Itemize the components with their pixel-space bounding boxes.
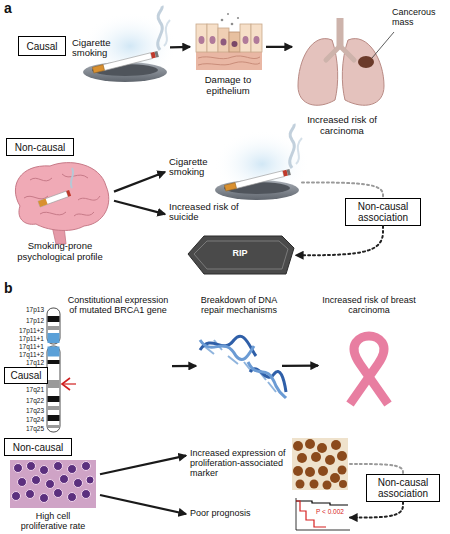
dotted-connector [296, 226, 383, 255]
band-label: 17q11+1 [4, 343, 44, 350]
p-value: P < 0.002 [316, 508, 350, 515]
lungs-picture [298, 18, 394, 105]
caption-text: High cell proliferative rate [13, 512, 93, 532]
caption-text: Increased risk of breast carcinoma [318, 296, 420, 316]
caption-text: Constitutional expression of mutated BRC… [64, 296, 172, 316]
arrow-connector [172, 365, 196, 367]
band-label: 17p13 [4, 306, 44, 313]
epithelium-picture [196, 13, 262, 70]
arrow-connector [114, 172, 165, 192]
caption-text: Poor prognosis [190, 509, 251, 519]
caption-text: Cigarette smoking [169, 157, 217, 178]
stain-picture [292, 438, 348, 490]
causal-tag: Causal [4, 367, 48, 384]
dotted-connector [350, 502, 403, 518]
band-label: 17p11+2 [4, 327, 44, 334]
arrow-connector [100, 456, 186, 475]
arrow-connector [100, 495, 186, 514]
tissue-figure: Damage to epithelium [190, 18, 266, 96]
cigarette-picture [214, 124, 310, 200]
caption-text: Damage to epithelium [190, 75, 266, 96]
histology-figure: High cell proliferative rate [6, 458, 100, 532]
dotted-connector [350, 464, 403, 474]
association-tag: Non-causal association [345, 198, 421, 226]
tag-text: Non-causal [13, 442, 64, 453]
exposure-figure: Cigarette smoking [165, 136, 302, 198]
band-label: 17q21 [4, 386, 44, 393]
causal-tag: Causal [18, 36, 66, 56]
arrow-connector [170, 46, 190, 49]
callout-text: Cancerous mass [392, 8, 448, 28]
panel-letter: a [4, 1, 20, 16]
gene-figure: Constitutional expression of mutated BRC… [44, 296, 172, 432]
profile-figure: Smoking-prone psychological profile [6, 160, 114, 262]
marker-figure: Increased expression of proliferation-as… [186, 436, 350, 492]
band-label: 17q25 [4, 425, 44, 432]
coffin-picture [188, 236, 294, 274]
dotted-connector [302, 183, 383, 199]
tag-text: Non-causal association [367, 477, 439, 499]
chromosome-picture [47, 308, 76, 432]
caption-text: Increased risk of carcinoma [292, 115, 392, 136]
band-label: 17q11+2 [4, 351, 44, 358]
outcome-figure: Increased risk of carcinoma [292, 14, 392, 136]
tag-text: Non-causal association [346, 201, 420, 223]
caption-text: Smoking-prone psychological profile [6, 241, 114, 262]
noncausal-tag: Non-causal [6, 138, 74, 156]
histology-picture [10, 460, 96, 508]
caption-text: Breakdown of DNA repair mechanisms [196, 296, 282, 316]
noncausal-tag: Non-causal [4, 438, 72, 456]
band-label: 17p11+1 [4, 335, 44, 342]
band-label: 17q22 [4, 397, 44, 404]
outcome-figure: Increased risk of suicide [165, 202, 296, 278]
arrow-connector [114, 201, 165, 214]
mechanism-figure: Breakdown of DNA repair mechanisms [196, 296, 282, 402]
association-tag: Non-causal association [366, 474, 440, 502]
tag-text: Causal [26, 41, 57, 52]
arrow-connector [266, 46, 292, 48]
coffin-inscription: RIP [228, 249, 252, 259]
band-label: 17p12 [4, 317, 44, 324]
panel-letter: b [4, 281, 20, 296]
caption-text: Cigarette smoking [72, 38, 120, 59]
caption-text: Increased expression of proliferation-as… [190, 449, 286, 479]
ribbon-picture [350, 336, 388, 404]
survival-plot [292, 496, 350, 532]
brain-picture [15, 163, 108, 244]
band-label: 17q24 [4, 416, 44, 423]
tag-text: Non-causal [15, 142, 66, 153]
dna-picture [200, 336, 286, 398]
tag-text: Causal [10, 370, 41, 381]
exposure-figure: Cigarette smoking [72, 14, 170, 82]
band-label: 17q12 [4, 359, 44, 366]
arrow-connector [282, 364, 318, 367]
band-label: 17q23 [4, 407, 44, 414]
caption-text: Increased risk of suicide [169, 202, 241, 223]
outcome-figure: Increased risk of breast carcinoma [318, 296, 420, 410]
